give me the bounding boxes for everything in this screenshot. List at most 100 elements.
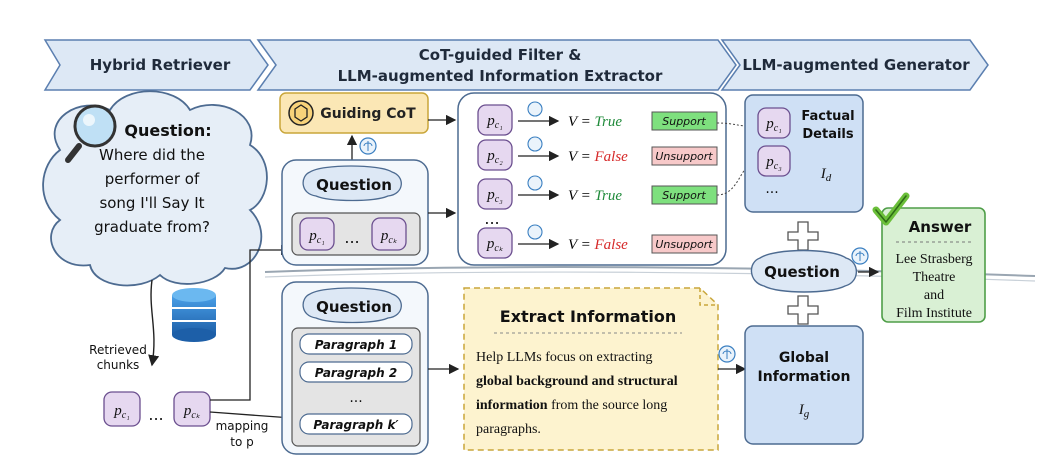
- plus-icon-2: [787, 295, 819, 325]
- chunk-ck-bottom: pcₖ: [173, 391, 211, 427]
- retrieved-label-2: chunks: [97, 358, 140, 372]
- extract-text-2: global background and structural: [476, 374, 678, 389]
- svg-text:...: ...: [765, 181, 778, 197]
- factual-title-2: Details: [802, 127, 854, 142]
- chunks-to-paragraphs-arrow: [209, 411, 294, 423]
- extract-information-box: Extract Information Help LLMs focus on e…: [463, 287, 719, 451]
- filter-row-chunk: [477, 227, 513, 259]
- global-title-2: Information: [758, 369, 851, 385]
- svg-text:Paragraph 1: Paragraph 1: [315, 338, 397, 352]
- stage-label-generator: LLM-augmented Generator: [742, 56, 970, 74]
- plus-icon: [787, 221, 819, 251]
- filter-row-verdict: Support: [662, 189, 706, 202]
- answer-line-3: and: [924, 288, 944, 303]
- extract-text-1: Help LLMs focus on extracting: [476, 350, 653, 365]
- paragraph-ellipsis: ...: [349, 390, 362, 406]
- stage-banner-filter: CoT-guided Filter & LLM-augmented Inform…: [256, 39, 737, 91]
- cloud-to-chunks-arrow: [148, 279, 160, 367]
- filter-row-value: V = False: [568, 237, 628, 253]
- answer-line-4: Film Institute: [896, 306, 972, 321]
- brain-icon-generator: [851, 247, 869, 265]
- guiding-cot-label: Guiding CoT: [320, 106, 416, 122]
- factual-symbol: Id: [820, 166, 832, 184]
- filter-row-value: V = True: [568, 114, 622, 130]
- magnifier-icon: [65, 104, 117, 163]
- svg-text:Paragraph k′: Paragraph k′: [313, 418, 399, 432]
- filter-ellipsis: ...: [484, 209, 499, 228]
- brain-icon: [527, 175, 543, 191]
- filter-row-value: V = True: [568, 188, 622, 204]
- svg-text:pcₖ: pcₖ: [380, 228, 398, 246]
- chunk-c1-factual: [757, 107, 791, 139]
- filter-row-chunk: [477, 139, 513, 171]
- paragraph-k: [299, 413, 413, 435]
- filter-row-verdict-box: [651, 234, 718, 254]
- svg-text:Paragraph 2: Paragraph 2: [315, 366, 397, 380]
- filter-question-label: Question: [316, 176, 392, 194]
- brain-icon-extract: [718, 345, 736, 363]
- brain-icon: [359, 137, 377, 155]
- chunk-c1-bottom: pc₁: [103, 391, 141, 427]
- filter-row-value: V = False: [568, 149, 628, 165]
- filter-question-panel: Question pc₁ ... pcₖ: [281, 159, 429, 266]
- filter-row-chunk: [477, 178, 513, 210]
- checkmark-icon: [872, 192, 910, 226]
- global-symbol: Ig: [798, 402, 810, 420]
- svg-text:pc₁: pc₁: [113, 403, 129, 421]
- filter-row-chunk: [477, 104, 513, 136]
- filter-row-verdict-box: [651, 146, 718, 166]
- chunks-to-filter-arrow: [210, 244, 292, 401]
- stage-banner-retriever: Hybrid Retriever: [43, 39, 269, 91]
- database-icon: [172, 288, 216, 342]
- chunk-c1-filter: [299, 217, 335, 251]
- stage-label-filter-1: CoT-guided Filter &: [419, 46, 582, 64]
- generator-question-label: Question: [764, 263, 840, 281]
- paragraph-panel: Question Paragraph 1 Paragraph 2 ... Par…: [281, 281, 429, 455]
- answer-box: Answer Lee Strasberg Theatre and Film In…: [881, 207, 986, 323]
- retrieved-label-1: Retrieved: [89, 343, 147, 357]
- svg-text:pc₁: pc₁: [765, 116, 781, 134]
- cloud-question-line-1: Where did the: [99, 146, 205, 164]
- generator-question-cloud: Question: [750, 249, 858, 293]
- cloud-question-line-4: graduate from?: [94, 218, 210, 236]
- global-title-1: Global: [779, 350, 829, 366]
- paragraph-1: [299, 333, 413, 355]
- filter-row-verdict: Unsupport: [655, 238, 713, 251]
- global-information-box: Global Information Ig: [744, 325, 864, 445]
- cloud-question-title: Question:: [124, 121, 211, 140]
- extract-text-4: paragraphs.: [476, 422, 541, 437]
- answer-line-1: Lee Strasberg: [895, 252, 972, 267]
- answer-title: Answer: [909, 218, 972, 236]
- filter-row-verdict: Unsupport: [655, 150, 713, 163]
- svg-text:pcₖ: pcₖ: [183, 403, 201, 421]
- svg-text:pc₁: pc₁: [308, 228, 324, 246]
- paragraph-question-label: Question: [316, 298, 392, 316]
- guiding-cot-box: Guiding CoT: [279, 92, 429, 134]
- factual-title-1: Factual: [801, 109, 854, 124]
- filter-row-verdict: Support: [662, 115, 706, 128]
- svg-text:...: ...: [344, 228, 359, 247]
- filter-row-verdict-box: [651, 111, 718, 131]
- cloud-question-line-2: performer of: [105, 170, 200, 188]
- chunk-c3-factual: [757, 145, 791, 177]
- stage-label-filter-2: LLM-augmented Information Extractor: [338, 67, 663, 85]
- stage-label-retriever: Hybrid Retriever: [90, 56, 231, 74]
- llm-logo-icon: [288, 100, 314, 126]
- filter-results-panel: [457, 92, 727, 266]
- paragraph-2: [299, 361, 413, 383]
- extract-title: Extract Information: [500, 307, 676, 326]
- mapping-label-2: to p: [230, 435, 253, 449]
- brain-icon: [527, 101, 543, 117]
- cloud-question-line-3: song I'll Say It: [99, 194, 204, 212]
- brain-icon: [527, 224, 543, 240]
- answer-line-2: Theatre: [913, 270, 956, 285]
- extract-text-3: information from the source long: [476, 398, 667, 413]
- factual-details-box: pc₁ pc₃ ... Factual Details Id: [744, 94, 864, 213]
- chunk-ellipsis-bottom: ...: [148, 405, 163, 424]
